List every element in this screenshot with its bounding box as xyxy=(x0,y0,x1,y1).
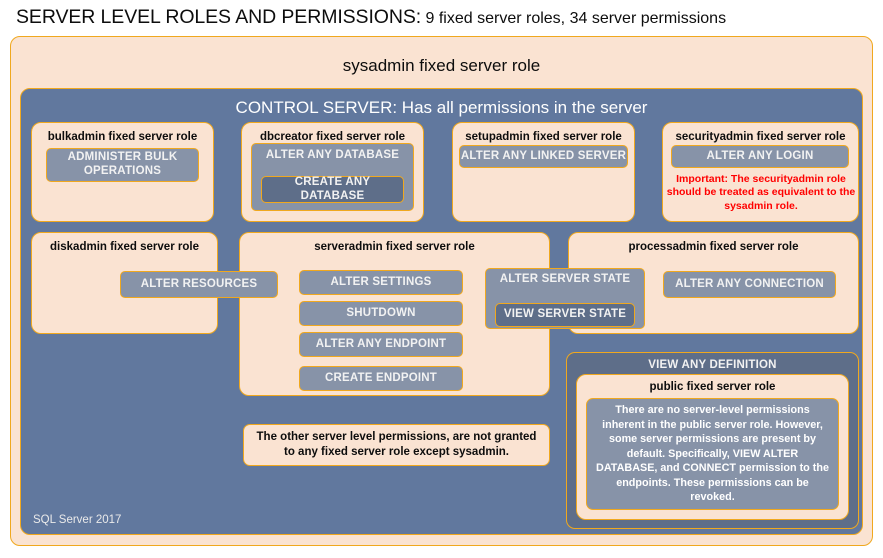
permission-alter-any-endpoint[interactable]: ALTER ANY ENDPOINT xyxy=(299,332,463,357)
page-title-sub: 9 fixed server roles, 34 server permissi… xyxy=(425,10,727,27)
dbcreator-role-label: dbcreator fixed server role xyxy=(259,131,406,143)
sysadmin-role-label: sysadmin fixed server role xyxy=(342,56,541,75)
permission-alter-any-database-label: ALTER ANY DATABASE xyxy=(265,149,400,161)
permission-view-server-state[interactable]: VIEW SERVER STATE xyxy=(495,303,635,327)
diskadmin-role-label: diskadmin fixed server role xyxy=(50,241,199,253)
footer-label: SQL Server 2017 xyxy=(33,514,122,526)
public-role-label: public fixed server role xyxy=(649,381,776,393)
permission-alter-any-login[interactable]: ALTER ANY LOGIN xyxy=(671,145,849,168)
permission-create-any-database[interactable]: CREATE ANY DATABASE xyxy=(261,176,404,203)
control-server-label: CONTROL SERVER: Has all permissions in t… xyxy=(235,98,648,117)
permission-alter-settings[interactable]: ALTER SETTINGS xyxy=(299,270,463,295)
page-title: SERVER LEVEL ROLES AND PERMISSIONS: 9 fi… xyxy=(16,6,726,29)
public-role-description: There are no server-level permissions in… xyxy=(586,398,839,510)
permission-alter-any-linked-server[interactable]: ALTER ANY LINKED SERVER xyxy=(459,145,628,168)
setupadmin-role-label: setupadmin fixed server role xyxy=(465,131,622,143)
permission-alter-server-state-label: ALTER SERVER STATE xyxy=(499,273,631,285)
role-box-setupadmin: setupadmin fixed server role xyxy=(452,122,635,222)
page-title-main: SERVER LEVEL ROLES AND PERMISSIONS: xyxy=(16,6,422,28)
bulkadmin-role-label: bulkadmin fixed server role xyxy=(47,131,198,143)
securityadmin-role-label: securityadmin fixed server role xyxy=(675,131,846,143)
other-permissions-note: The other server level permissions, are … xyxy=(243,424,550,466)
permission-shutdown[interactable]: SHUTDOWN xyxy=(299,301,463,326)
permission-administer-bulk-operations[interactable]: ADMINISTER BULK OPERATIONS xyxy=(46,148,199,182)
processadmin-role-label: processadmin fixed server role xyxy=(628,241,799,253)
serveradmin-role-label: serveradmin fixed server role xyxy=(314,241,475,253)
securityadmin-warning-note: Important: The securityadmin role should… xyxy=(666,173,856,212)
permission-alter-resources[interactable]: ALTER RESOURCES xyxy=(120,271,278,298)
role-box-securityadmin: securityadmin fixed server role xyxy=(662,122,859,222)
permission-view-any-definition-label: VIEW ANY DEFINITION xyxy=(648,359,777,371)
permission-alter-any-connection[interactable]: ALTER ANY CONNECTION xyxy=(663,271,836,298)
permission-create-endpoint[interactable]: CREATE ENDPOINT xyxy=(299,366,463,391)
